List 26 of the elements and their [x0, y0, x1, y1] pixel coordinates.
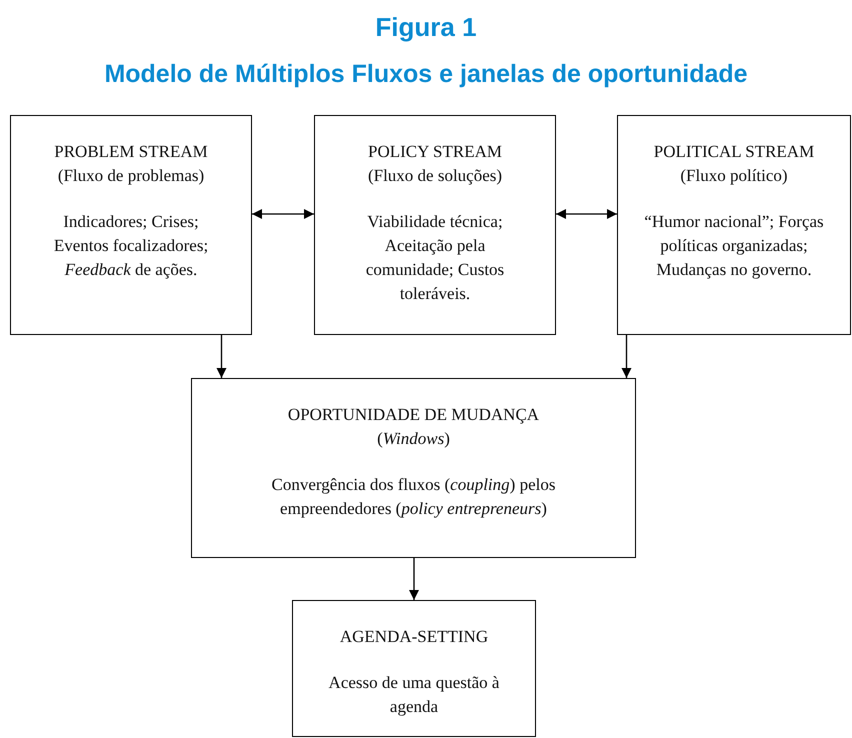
- box-subheading: (Fluxo político): [679, 165, 789, 187]
- box-text: Viabilidade técnica; Aceitação pela comunidade; Custos toleráveis.: [364, 211, 506, 305]
- box-subheading: (Fluxo de problemas): [56, 165, 206, 187]
- arrow: [409, 558, 419, 600]
- box-text: Convergência dos fluxos (coupling) pelos empreendedores (policy entrepreneurs): [270, 474, 556, 520]
- figure-caption: Modelo de Múltiplos Fluxos e janelas de oportunidade: [104, 60, 748, 89]
- process-box: [292, 600, 536, 737]
- box-text: Indicadores; Crises; Eventos focalizadores; Feedback de ações.: [52, 211, 210, 281]
- arrow: [556, 209, 617, 219]
- box-heading: POLICY STREAM: [367, 141, 503, 163]
- box-subheading: (Windows): [376, 428, 451, 450]
- box-heading: OPORTUNIDADE DE MUDANÇA: [286, 404, 540, 426]
- process-box: [10, 115, 252, 335]
- box-subheading: (Fluxo de soluções): [366, 165, 504, 187]
- box-text: “Humor nacional”; Forças políticas organizadas; Mudanças no governo.: [643, 211, 825, 281]
- box-heading: POLITICAL STREAM: [652, 141, 816, 163]
- box-heading: PROBLEM STREAM: [53, 141, 209, 163]
- process-box: [191, 378, 636, 558]
- arrow: [252, 209, 314, 219]
- box-text: Acesso de uma questão à agenda: [328, 672, 500, 718]
- box-heading: AGENDA-SETTING: [338, 626, 490, 648]
- arrow: [622, 335, 632, 378]
- process-box: [314, 115, 556, 335]
- process-box: [617, 115, 851, 335]
- figure-title: Figura 1: [375, 12, 477, 43]
- arrow: [216, 335, 226, 378]
